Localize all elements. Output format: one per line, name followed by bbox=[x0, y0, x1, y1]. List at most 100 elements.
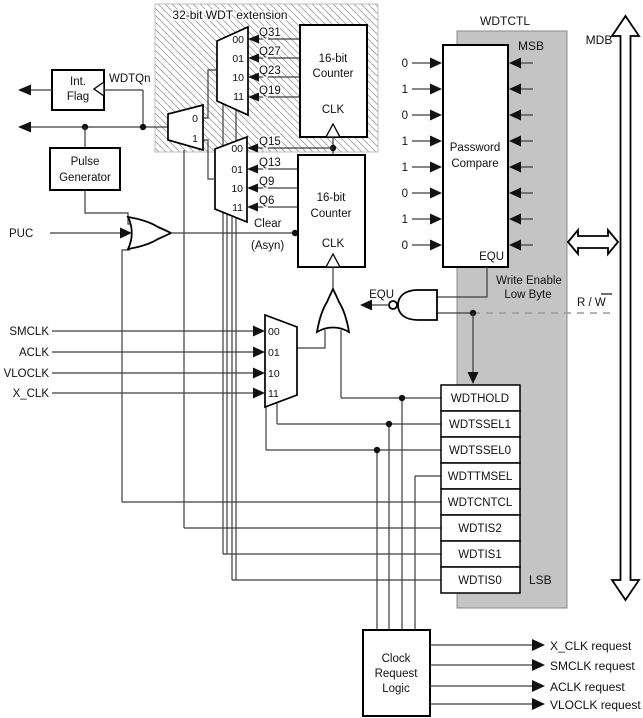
lower-counter-label-1: 16-bit bbox=[317, 192, 347, 204]
register-wires bbox=[122, 394, 441, 630]
mux-0-1: 0 1 bbox=[167, 103, 204, 152]
int-flag-out-arrow bbox=[18, 84, 31, 96]
int-flag-label-2: Flag bbox=[67, 91, 89, 103]
crl-label-1: Clock bbox=[382, 653, 411, 665]
password-label-2: Compare bbox=[451, 158, 498, 170]
mux-32bit-taps: 00 01 10 11 Q31 Q27 Q23 Q19 bbox=[203, 26, 300, 119]
mux32-sel-10: 10 bbox=[232, 72, 244, 84]
reg-wdtis0: WDTIS0 bbox=[458, 575, 501, 587]
reg-wdtis1: WDTIS1 bbox=[458, 549, 501, 561]
reg-wdtis2: WDTIS2 bbox=[458, 523, 501, 535]
password-compare-block: Password Compare EQU bbox=[442, 44, 509, 268]
asyn-label: (Asyn) bbox=[251, 240, 284, 252]
register-stack: WDTHOLD WDTSSEL1 WDTSSEL0 WDTTMSEL WDTCN… bbox=[440, 384, 521, 594]
clkmux-sel-11: 11 bbox=[268, 388, 279, 400]
aclk-label: ACLK bbox=[19, 347, 49, 359]
pw-bit-6: 1 bbox=[402, 214, 408, 226]
extension-title: 32-bit WDT extension bbox=[172, 8, 287, 22]
pw-bit-7: 0 bbox=[402, 240, 408, 252]
tap-q6-label: Q6 bbox=[259, 195, 274, 207]
mux32-sel-11: 11 bbox=[233, 91, 244, 103]
tap-q15-label: Q15 bbox=[259, 136, 281, 148]
mux16-sel-00: 00 bbox=[231, 143, 243, 155]
mdb-label: MDB bbox=[586, 33, 613, 47]
tap-q19-label: Q19 bbox=[259, 85, 281, 97]
aclk-request-label: ACLK request bbox=[550, 680, 625, 694]
smclk-request-label: SMCLK request bbox=[550, 659, 635, 673]
lower-counter-label-2: Counter bbox=[311, 208, 352, 220]
vloclk-label: VLOCLK bbox=[4, 368, 50, 380]
mux16-sel-01: 01 bbox=[231, 164, 243, 176]
int-flag-block: Int. Flag bbox=[51, 69, 105, 111]
puc-label: PUC bbox=[9, 228, 33, 240]
wdtqn-label: WDTQn bbox=[109, 73, 151, 85]
clkmux-sel-00: 00 bbox=[268, 326, 280, 338]
rw-label: R / W bbox=[577, 297, 606, 309]
clkmux-sel-01: 01 bbox=[268, 347, 280, 359]
mux32-sel-01: 01 bbox=[232, 53, 244, 65]
clk-or-gate bbox=[297, 267, 351, 398]
wdtctl-msb-bit-arrows bbox=[509, 57, 533, 251]
upper-counter-clk-label: CLK bbox=[322, 104, 345, 116]
wdtctl-label: WDTCTL bbox=[480, 14, 530, 28]
tap-q9-label: Q9 bbox=[259, 176, 274, 188]
reg-wdtcntcl: WDTCNTCL bbox=[448, 497, 513, 509]
lsb-label: LSB bbox=[529, 573, 552, 587]
mdb-vertical-arrow bbox=[610, 14, 641, 602]
mux01-opt-1: 1 bbox=[192, 133, 198, 145]
clock-source-mux: 00 01 10 11 SMCLK ACLK VLOCLK X_CLK bbox=[4, 313, 298, 409]
pw-bit-2: 0 bbox=[402, 110, 408, 122]
wdtqn-wiring: WDTQn bbox=[18, 73, 168, 148]
pw-bit-3: 1 bbox=[402, 136, 408, 148]
crl-label-3: Logic bbox=[382, 683, 410, 695]
int-flag-clock-triangle bbox=[92, 80, 105, 98]
clear-or-gate: PUC bbox=[9, 215, 299, 251]
pc-equ-label: EQU bbox=[479, 251, 504, 263]
tap-q31-label: Q31 bbox=[259, 27, 281, 39]
counter-16bit: 16-bit Counter CLK bbox=[297, 154, 366, 268]
vloclk-request-label: VLOCLK request bbox=[550, 698, 641, 712]
smclk-label: SMCLK bbox=[9, 326, 49, 338]
pw-bit-5: 0 bbox=[402, 188, 408, 200]
reg-wdtssel0: WDTSSEL0 bbox=[449, 445, 511, 457]
select-wires bbox=[121, 104, 278, 580]
xclk-label: X_CLK bbox=[13, 388, 50, 400]
pw-bit-1: 1 bbox=[402, 84, 408, 96]
pulse-generator-block: Pulse Generator bbox=[49, 147, 133, 225]
tap-q23-label: Q23 bbox=[259, 65, 281, 77]
equ-gate-label: EQU bbox=[369, 289, 394, 301]
mdb-bus: MDB bbox=[566, 14, 641, 602]
clear-label: Clear bbox=[254, 218, 282, 230]
upper-counter-label-2: Counter bbox=[313, 68, 354, 80]
clock-request-logic-block: Clock Request Logic X_CLK request SMCLK … bbox=[362, 629, 641, 717]
equ-out-arrow bbox=[360, 299, 372, 311]
clkmux-sel-10: 10 bbox=[268, 368, 280, 380]
write-enable-label-1: Write Enable bbox=[496, 275, 562, 287]
reset-line-arrow bbox=[18, 121, 31, 133]
mdb-horizontal-arrow bbox=[566, 227, 620, 257]
pw-bit-0: 0 bbox=[402, 58, 408, 70]
mux16-sel-11: 11 bbox=[232, 202, 243, 214]
pulse-gen-label-2: Generator bbox=[59, 172, 111, 184]
msb-label: MSB bbox=[518, 39, 544, 53]
int-flag-label-1: Int. bbox=[70, 76, 86, 88]
lower-counter-clk-label: CLK bbox=[322, 238, 345, 250]
pw-bit-4: 1 bbox=[402, 162, 408, 174]
password-bit-inputs: 0 1 0 1 1 0 1 0 bbox=[402, 57, 533, 252]
tap-q13-label: Q13 bbox=[259, 157, 281, 169]
reg-wdttmsel: WDTTMSEL bbox=[448, 471, 513, 483]
reg-wdthold: WDTHOLD bbox=[451, 393, 509, 405]
tap-q27-label: Q27 bbox=[259, 46, 281, 58]
xclk-request-label: X_CLK request bbox=[550, 639, 632, 653]
write-enable-gate: EQU R / W bbox=[360, 267, 612, 384]
puc-arrow bbox=[120, 227, 132, 239]
password-label-1: Password bbox=[450, 142, 501, 154]
mux01-opt-0: 0 bbox=[192, 113, 198, 125]
mux32-sel-00: 00 bbox=[232, 34, 244, 46]
reg-wdtssel1: WDTSSEL1 bbox=[449, 419, 511, 431]
mux16-sel-10: 10 bbox=[231, 183, 243, 195]
pulse-gen-label-1: Pulse bbox=[71, 156, 100, 168]
upper-counter-label-1: 16-bit bbox=[319, 53, 349, 65]
